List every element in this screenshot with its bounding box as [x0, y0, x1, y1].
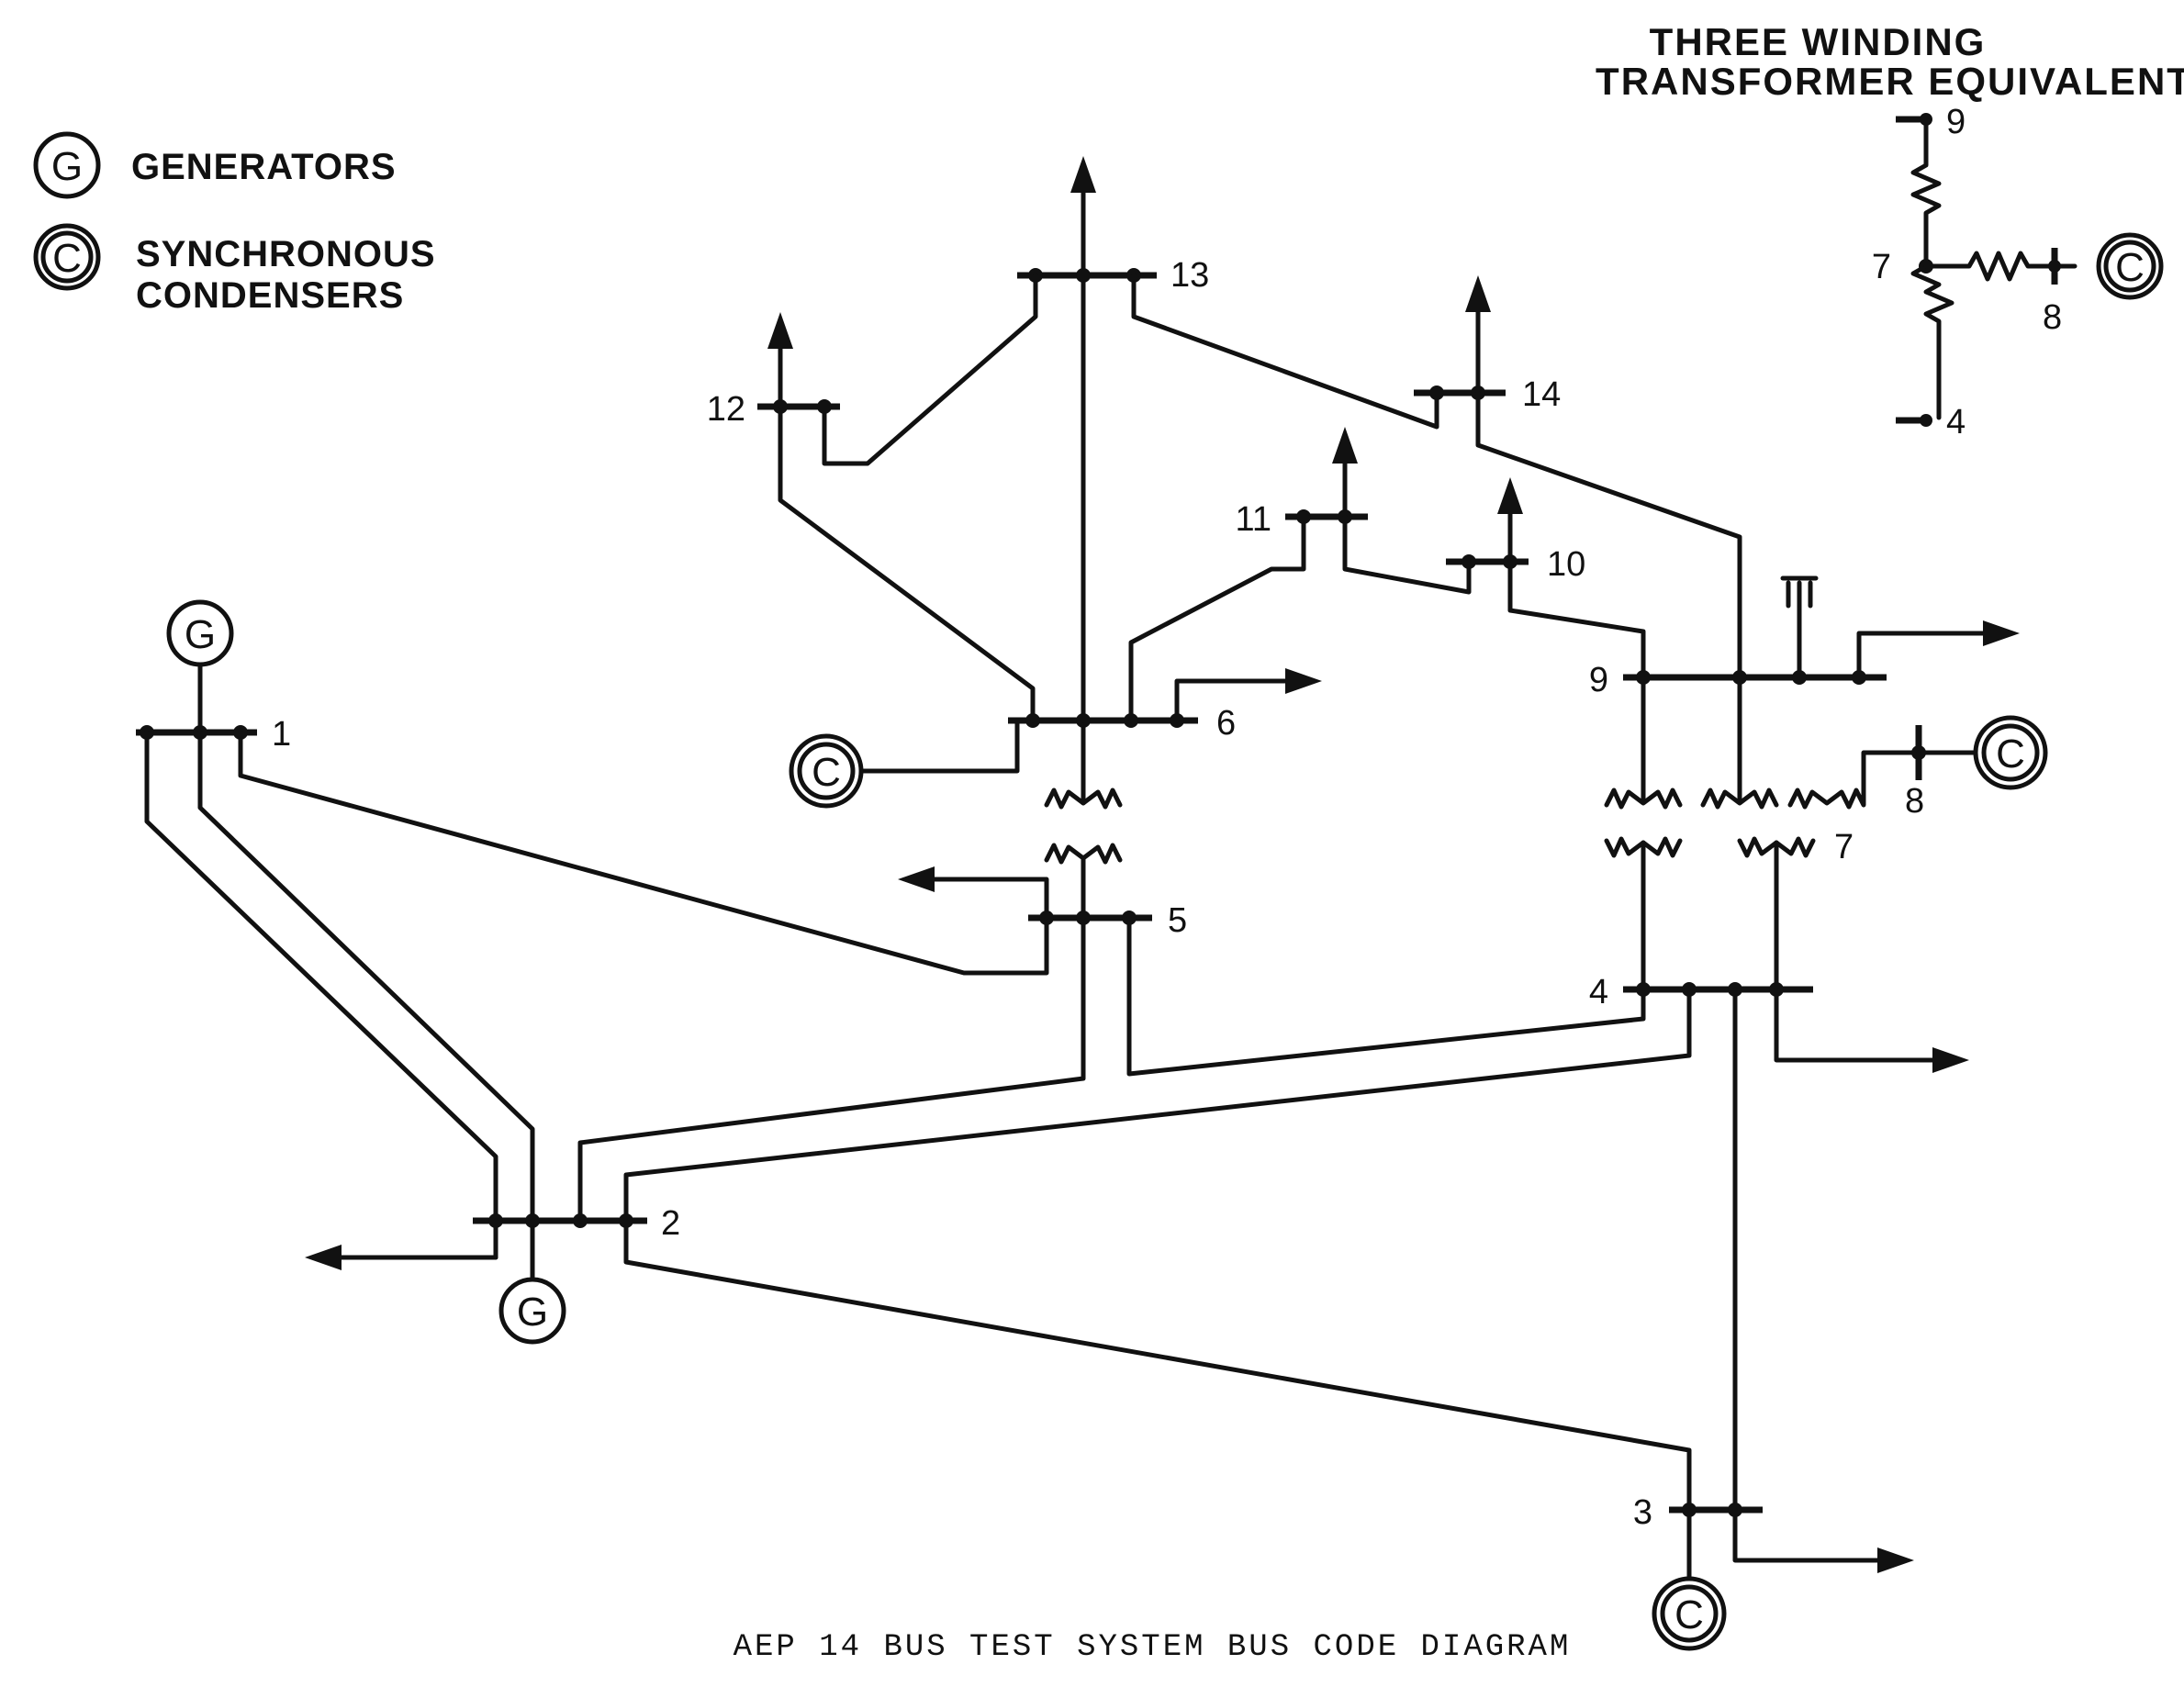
line-14-9 — [1475, 390, 1742, 682]
svg-text:C: C — [2115, 245, 2145, 290]
bus-8-label: 8 — [1905, 782, 1924, 821]
bus-6: 6 C — [789, 668, 1322, 809]
bus-9-label: 9 — [1589, 661, 1608, 699]
load-arrow-bus-13 — [1070, 156, 1096, 193]
bus-14-label: 14 — [1522, 375, 1561, 414]
bus-3-label: 3 — [1633, 1493, 1652, 1532]
bus-3: 3 C — [1633, 1493, 1914, 1651]
legend-generator-icon: G — [33, 131, 101, 199]
line-13-12 — [822, 273, 1038, 466]
diagram-caption: AEP 14 BUS TEST SYSTEM BUS CODE DIAGRAM — [734, 1630, 1572, 1665]
transformer-9-7-winding — [1700, 675, 1779, 810]
svg-text:C: C — [812, 750, 841, 795]
bus-9: 9 — [1589, 575, 2020, 699]
load-arrow-bus-6 — [1285, 668, 1322, 694]
line-6-12 — [778, 401, 1036, 723]
line-2-4 — [623, 987, 1692, 1223]
svg-text:G: G — [517, 1290, 548, 1335]
line-2-5 — [577, 915, 1086, 1223]
transformer-5-6-lower — [1044, 843, 1123, 921]
inset-title-line2: TRANSFORMER EQUIVALENT — [1596, 60, 2184, 103]
bus-2-label: 2 — [661, 1204, 680, 1243]
legend-condenser-icon: C — [33, 223, 101, 291]
transformer-5-6-upper — [1044, 788, 1123, 810]
bus-12-label: 12 — [707, 390, 745, 429]
bus-8: 8 C — [1905, 715, 2048, 821]
generator-2-icon — [498, 1277, 566, 1345]
bus-11: 11 — [1236, 427, 1368, 539]
svg-text:G: G — [51, 144, 83, 189]
inset-bus-9-label: 9 — [1946, 103, 1966, 141]
transformer-7-8-winding — [1787, 750, 1921, 810]
bus-1: G 1 — [136, 599, 291, 754]
inset-condenser-icon: C — [2096, 232, 2164, 300]
load-arrow-bus-10 — [1497, 477, 1523, 514]
load-arrow-bus-3 — [1877, 1547, 1914, 1573]
load-arrow-bus-9 — [1983, 620, 2020, 646]
bus-10: 10 — [1446, 477, 1585, 584]
load-arrow-bus-4 — [1932, 1047, 1969, 1073]
line-1-5 — [238, 730, 1049, 976]
line-1-2-a — [144, 730, 498, 1223]
legend-condenser-label-line1: SYNCHRONOUS — [136, 234, 436, 274]
transformer-9-4-upper — [1604, 675, 1683, 810]
svg-text:C: C — [52, 236, 82, 281]
bus-5: 5 — [898, 866, 1187, 940]
line-10-9 — [1507, 559, 1646, 682]
legend-condenser-label-line2: CONDENSERS — [136, 275, 404, 316]
bus-7-label: 7 — [1834, 828, 1854, 866]
svg-text:C: C — [1674, 1592, 1704, 1637]
inset-title-line1: THREE WINDING — [1650, 20, 1987, 63]
bus-12: 12 — [707, 312, 840, 429]
svg-text:C: C — [1996, 732, 2025, 776]
load-arrow-bus-5 — [898, 866, 935, 892]
inset-bus-8-label: 8 — [2043, 298, 2062, 337]
line-6-11 — [1128, 511, 1306, 723]
line-5-4 — [1126, 915, 1646, 1077]
transformer-9-4-lower — [1604, 836, 1683, 858]
inset-horizontal-winding — [1923, 251, 2078, 282]
load-arrow-bus-2 — [305, 1245, 342, 1270]
bus-13-label: 13 — [1170, 256, 1209, 295]
line-11-10 — [1342, 514, 1472, 595]
line-2-3 — [623, 1218, 1692, 1513]
three-winding-inset: THREE WINDING TRANSFORMER EQUIVALENT 9 7… — [1596, 20, 2184, 441]
line-13-14 — [1131, 273, 1439, 430]
bus-1-label: 1 — [272, 715, 291, 754]
load-arrow-bus-11 — [1332, 427, 1358, 464]
bus-4: 4 — [1589, 973, 1969, 1073]
bus-4-label: 4 — [1589, 973, 1608, 1011]
legend-generator-label: GENERATORS — [131, 147, 397, 187]
bus-14: 14 — [1414, 275, 1561, 414]
transformer-7-4-winding — [1737, 836, 1816, 858]
legend: G GENERATORS C SYNCHRONOUS CONDENSERS — [33, 131, 436, 316]
bus-13: 13 — [1017, 256, 1209, 295]
svg-text:G: G — [185, 612, 216, 657]
load-arrow-bus-12 — [767, 312, 793, 349]
bus-10-label: 10 — [1547, 545, 1585, 584]
load-arrow-bus-14 — [1465, 275, 1491, 312]
inset-bus-7-label: 7 — [1872, 248, 1891, 286]
bus-11-label: 11 — [1236, 500, 1271, 539]
bus-5-label: 5 — [1168, 901, 1187, 940]
bus-6-label: 6 — [1216, 704, 1236, 743]
inset-bus-4-label: 4 — [1946, 403, 1966, 441]
line-1-2-b — [197, 730, 535, 1223]
